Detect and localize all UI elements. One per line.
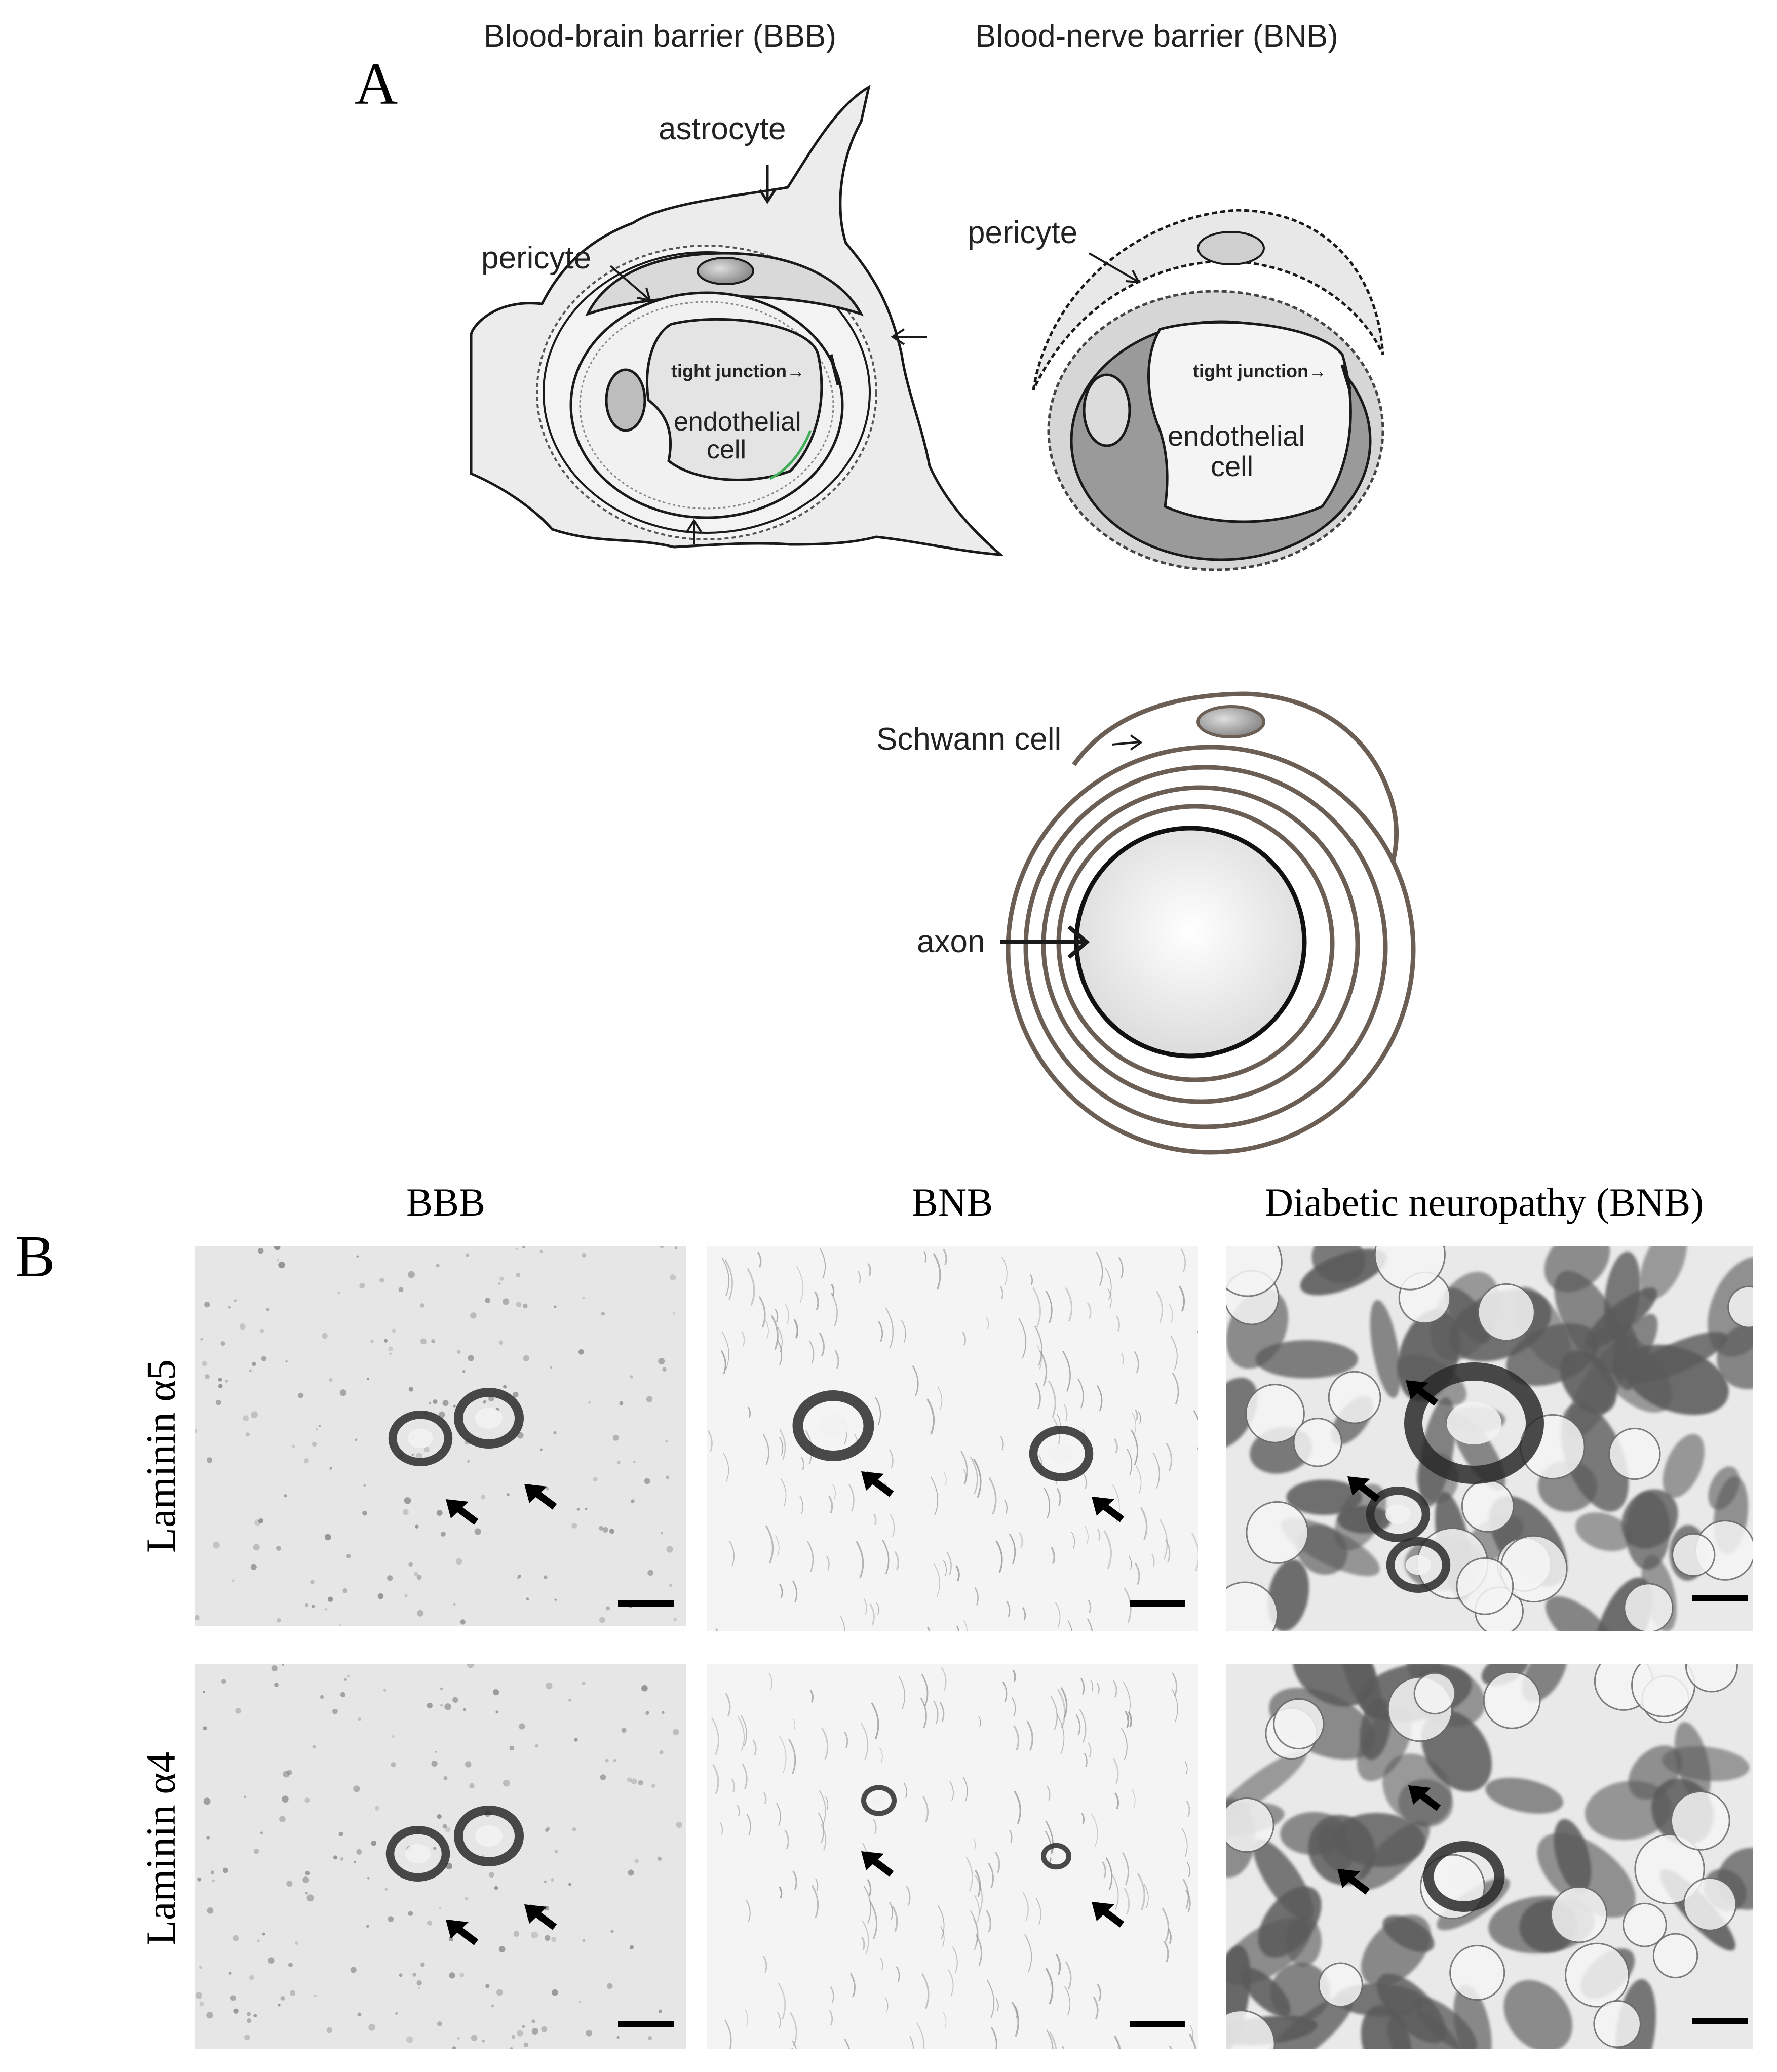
panel-b-label: B	[15, 1223, 55, 1289]
bnb-title: Blood-nerve barrier (BNB)	[975, 19, 1338, 54]
micrograph-dn-a4	[1226, 1664, 1753, 2049]
myelinated-axon-diagram	[1000, 691, 1416, 1155]
bnb-endothelial-nucleus	[1083, 373, 1131, 447]
schwann-cell-label: Schwann cell	[876, 722, 1061, 757]
bbb-endothelial-label: endothelial	[674, 407, 801, 437]
schwann-cell	[1072, 691, 1399, 862]
micrograph-bbb-a4	[195, 1664, 686, 2049]
bbb-endothelial-nucleus	[605, 368, 646, 432]
axon-label: axon	[917, 924, 985, 959]
micrograph-bnb-a5	[707, 1246, 1198, 1631]
bnb-tight-junction-label: tight junction→	[1193, 361, 1327, 381]
bnb-pericyte-label: pericyte	[968, 215, 1077, 250]
schwann-nucleus	[1196, 705, 1265, 738]
column-header-bnb: BNB	[912, 1180, 993, 1224]
bnb-pericyte	[1032, 209, 1384, 391]
bnb-cell-label: cell	[1211, 450, 1253, 482]
bnb-pericyte-nucleus	[1197, 231, 1265, 265]
bbb-diagram	[470, 84, 1005, 556]
myelin-layer-2	[1023, 765, 1388, 1129]
bbb-cell-label: cell	[707, 435, 746, 464]
panel-a-label: A	[355, 51, 398, 117]
row-label-laminin-a5: Laminin α5	[138, 1359, 184, 1553]
column-header-bbb: BBB	[406, 1180, 485, 1224]
row-label-laminin-a4: Laminin α4	[138, 1752, 184, 1945]
column-header-diabetic: Diabetic neuropathy (BNB)	[1265, 1180, 1704, 1224]
bnb-endothelial-label: endothelial	[1168, 420, 1305, 452]
bbb-pericyte-label: pericyte	[481, 241, 591, 276]
micrograph-grid	[195, 1246, 1753, 2049]
bbb-pericyte-nucleus	[697, 257, 754, 285]
myelin-layer-3	[1041, 785, 1360, 1104]
axon	[1074, 826, 1307, 1059]
bbb-title: Blood-brain barrier (BBB)	[484, 19, 836, 54]
micrograph-dn-a5	[1226, 1246, 1753, 1631]
bnb-diagram	[1032, 209, 1384, 571]
micrograph-bbb-a5	[195, 1246, 686, 1626]
bbb-tight-junction-label: tight junction→	[671, 361, 805, 381]
bbb-astrocyte-label: astrocyte	[659, 111, 786, 146]
myelin-layer-1	[1006, 745, 1416, 1155]
micrograph-bnb-a4	[707, 1664, 1198, 2049]
